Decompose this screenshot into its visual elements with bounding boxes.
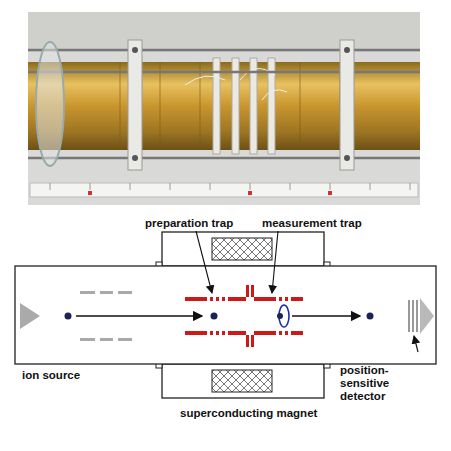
part-label: superconducting magnet xyxy=(180,407,317,420)
part-label: measurement trap xyxy=(262,217,362,230)
part-label: ion source xyxy=(22,369,80,382)
part-label: position-sensitive detector xyxy=(340,364,435,403)
photo xyxy=(28,12,420,205)
part-label: preparation trap xyxy=(145,217,233,230)
